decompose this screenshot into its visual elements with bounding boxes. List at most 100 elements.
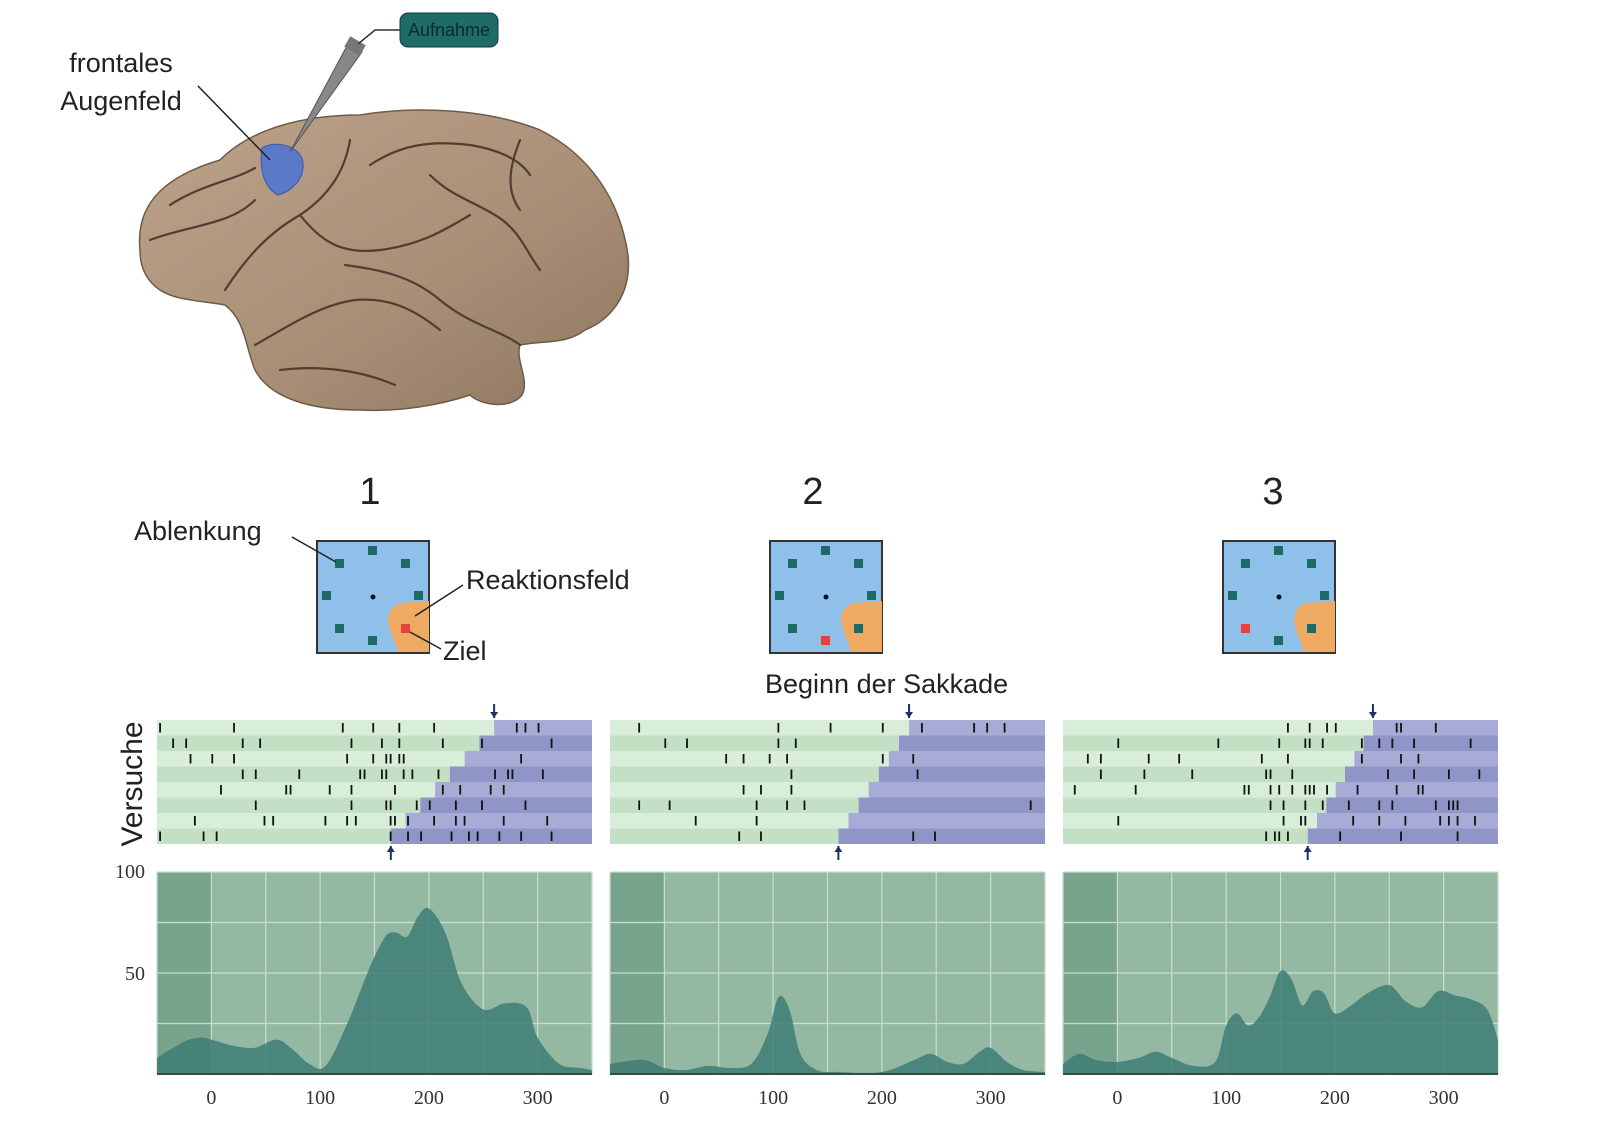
spike-tick bbox=[381, 769, 383, 779]
spike-tick bbox=[1273, 831, 1276, 841]
spike-tick bbox=[285, 785, 288, 795]
region-label-line1: frontales bbox=[69, 48, 173, 78]
spike-tick bbox=[694, 816, 697, 826]
raster-row-post bbox=[909, 720, 1045, 736]
spike-tick bbox=[1003, 723, 1006, 733]
spike-tick bbox=[241, 738, 244, 748]
raster-row-post bbox=[1363, 735, 1498, 751]
spike-tick bbox=[1417, 754, 1420, 764]
raster-row-pre bbox=[610, 782, 869, 798]
spike-tick bbox=[1247, 785, 1250, 795]
x-tick-label: 0 bbox=[206, 1087, 216, 1109]
raster-row-pre bbox=[1063, 735, 1364, 751]
raster-row-post bbox=[1307, 828, 1498, 844]
panel-number-3: 3 bbox=[1262, 471, 1283, 513]
spike-tick bbox=[1269, 769, 1272, 779]
raster-row-post bbox=[888, 751, 1045, 767]
spike-tick bbox=[768, 754, 771, 764]
frontal-eye-field bbox=[260, 143, 304, 196]
spike-tick bbox=[1278, 831, 1281, 841]
spike-tick bbox=[346, 816, 349, 826]
spike-tick bbox=[1287, 723, 1289, 733]
spike-tick bbox=[259, 738, 262, 748]
spike-tick bbox=[372, 754, 375, 764]
spike-tick bbox=[1400, 723, 1402, 733]
spike-tick bbox=[1308, 723, 1311, 733]
spike-tick bbox=[794, 738, 797, 748]
spike-tick bbox=[1269, 800, 1272, 810]
distractor-label: Ablenkung bbox=[134, 516, 262, 546]
spike-tick bbox=[1117, 816, 1120, 826]
response-field-label: Reaktionsfeld bbox=[466, 565, 630, 595]
spike-tick bbox=[550, 831, 553, 841]
spike-tick bbox=[433, 816, 436, 826]
firing-rate-area bbox=[157, 907, 592, 1074]
raster-row-pre bbox=[1063, 720, 1373, 736]
spike-tick bbox=[507, 769, 509, 779]
spike-tick bbox=[385, 769, 388, 779]
spike-tick bbox=[398, 754, 401, 764]
spike-tick bbox=[420, 831, 422, 841]
saccade-arrow-top bbox=[905, 712, 914, 718]
saccade-arrow-top bbox=[490, 712, 499, 718]
spike-tick bbox=[1413, 769, 1415, 779]
spike-tick bbox=[1269, 785, 1272, 795]
spike-tick bbox=[550, 738, 553, 748]
spike-tick bbox=[350, 800, 353, 810]
spike-tick bbox=[638, 800, 641, 810]
target-3 bbox=[1241, 624, 1250, 633]
electrode-label: Aufnahme bbox=[408, 20, 490, 40]
spike-tick bbox=[324, 816, 327, 826]
spike-tick bbox=[1321, 738, 1324, 748]
spike-tick bbox=[742, 754, 745, 764]
spike-tick bbox=[638, 723, 641, 733]
x-tick-label: 100 bbox=[1211, 1087, 1241, 1109]
raster-row-post bbox=[1317, 813, 1498, 829]
spike-tick bbox=[389, 754, 392, 764]
brain-cortex bbox=[138, 109, 630, 412]
spike-tick bbox=[1287, 831, 1289, 841]
x-tick-label: 300 bbox=[523, 1087, 553, 1109]
spike-tick bbox=[1391, 738, 1394, 748]
spike-tick bbox=[459, 785, 462, 795]
raster-row-post bbox=[405, 813, 592, 829]
spike-tick bbox=[986, 723, 989, 733]
raster-row-post bbox=[838, 828, 1045, 844]
spike-tick bbox=[481, 738, 483, 748]
spike-tick bbox=[1439, 816, 1442, 826]
raster-row-post bbox=[868, 782, 1045, 798]
stimulus-display-3 bbox=[1222, 540, 1336, 654]
spike-tick bbox=[1434, 723, 1437, 733]
spike-tick bbox=[254, 800, 257, 810]
spike-tick bbox=[1304, 800, 1307, 810]
spike-tick bbox=[725, 754, 728, 764]
spike-tick bbox=[1178, 754, 1181, 764]
spike-tick bbox=[172, 738, 175, 748]
spike-tick bbox=[1404, 816, 1407, 826]
spike-tick bbox=[524, 800, 527, 810]
spike-tick bbox=[394, 785, 396, 795]
raster-row-post bbox=[435, 782, 592, 798]
x-tick-label: 300 bbox=[976, 1087, 1006, 1109]
spike-tick bbox=[254, 769, 257, 779]
spike-tick bbox=[912, 754, 915, 764]
y-tick-50: 50 bbox=[125, 963, 145, 985]
raster-3 bbox=[1063, 720, 1498, 844]
spike-tick bbox=[546, 816, 549, 826]
spike-tick bbox=[1300, 816, 1302, 826]
spike-tick bbox=[298, 769, 301, 779]
spike-tick bbox=[437, 769, 440, 779]
saccade-onset-label: Beginn der Sakkade bbox=[765, 669, 1008, 699]
raster-row-post bbox=[1335, 782, 1498, 798]
spike-tick bbox=[411, 769, 414, 779]
spike-tick bbox=[511, 769, 514, 779]
spike-tick bbox=[1304, 816, 1307, 826]
region-label-line2: Augenfeld bbox=[60, 86, 182, 116]
spike-tick bbox=[1243, 785, 1246, 795]
spike-tick bbox=[289, 785, 292, 795]
spike-tick bbox=[1352, 816, 1355, 826]
spike-tick bbox=[760, 785, 762, 795]
spike-tick bbox=[489, 785, 492, 795]
spike-tick bbox=[1447, 816, 1450, 826]
